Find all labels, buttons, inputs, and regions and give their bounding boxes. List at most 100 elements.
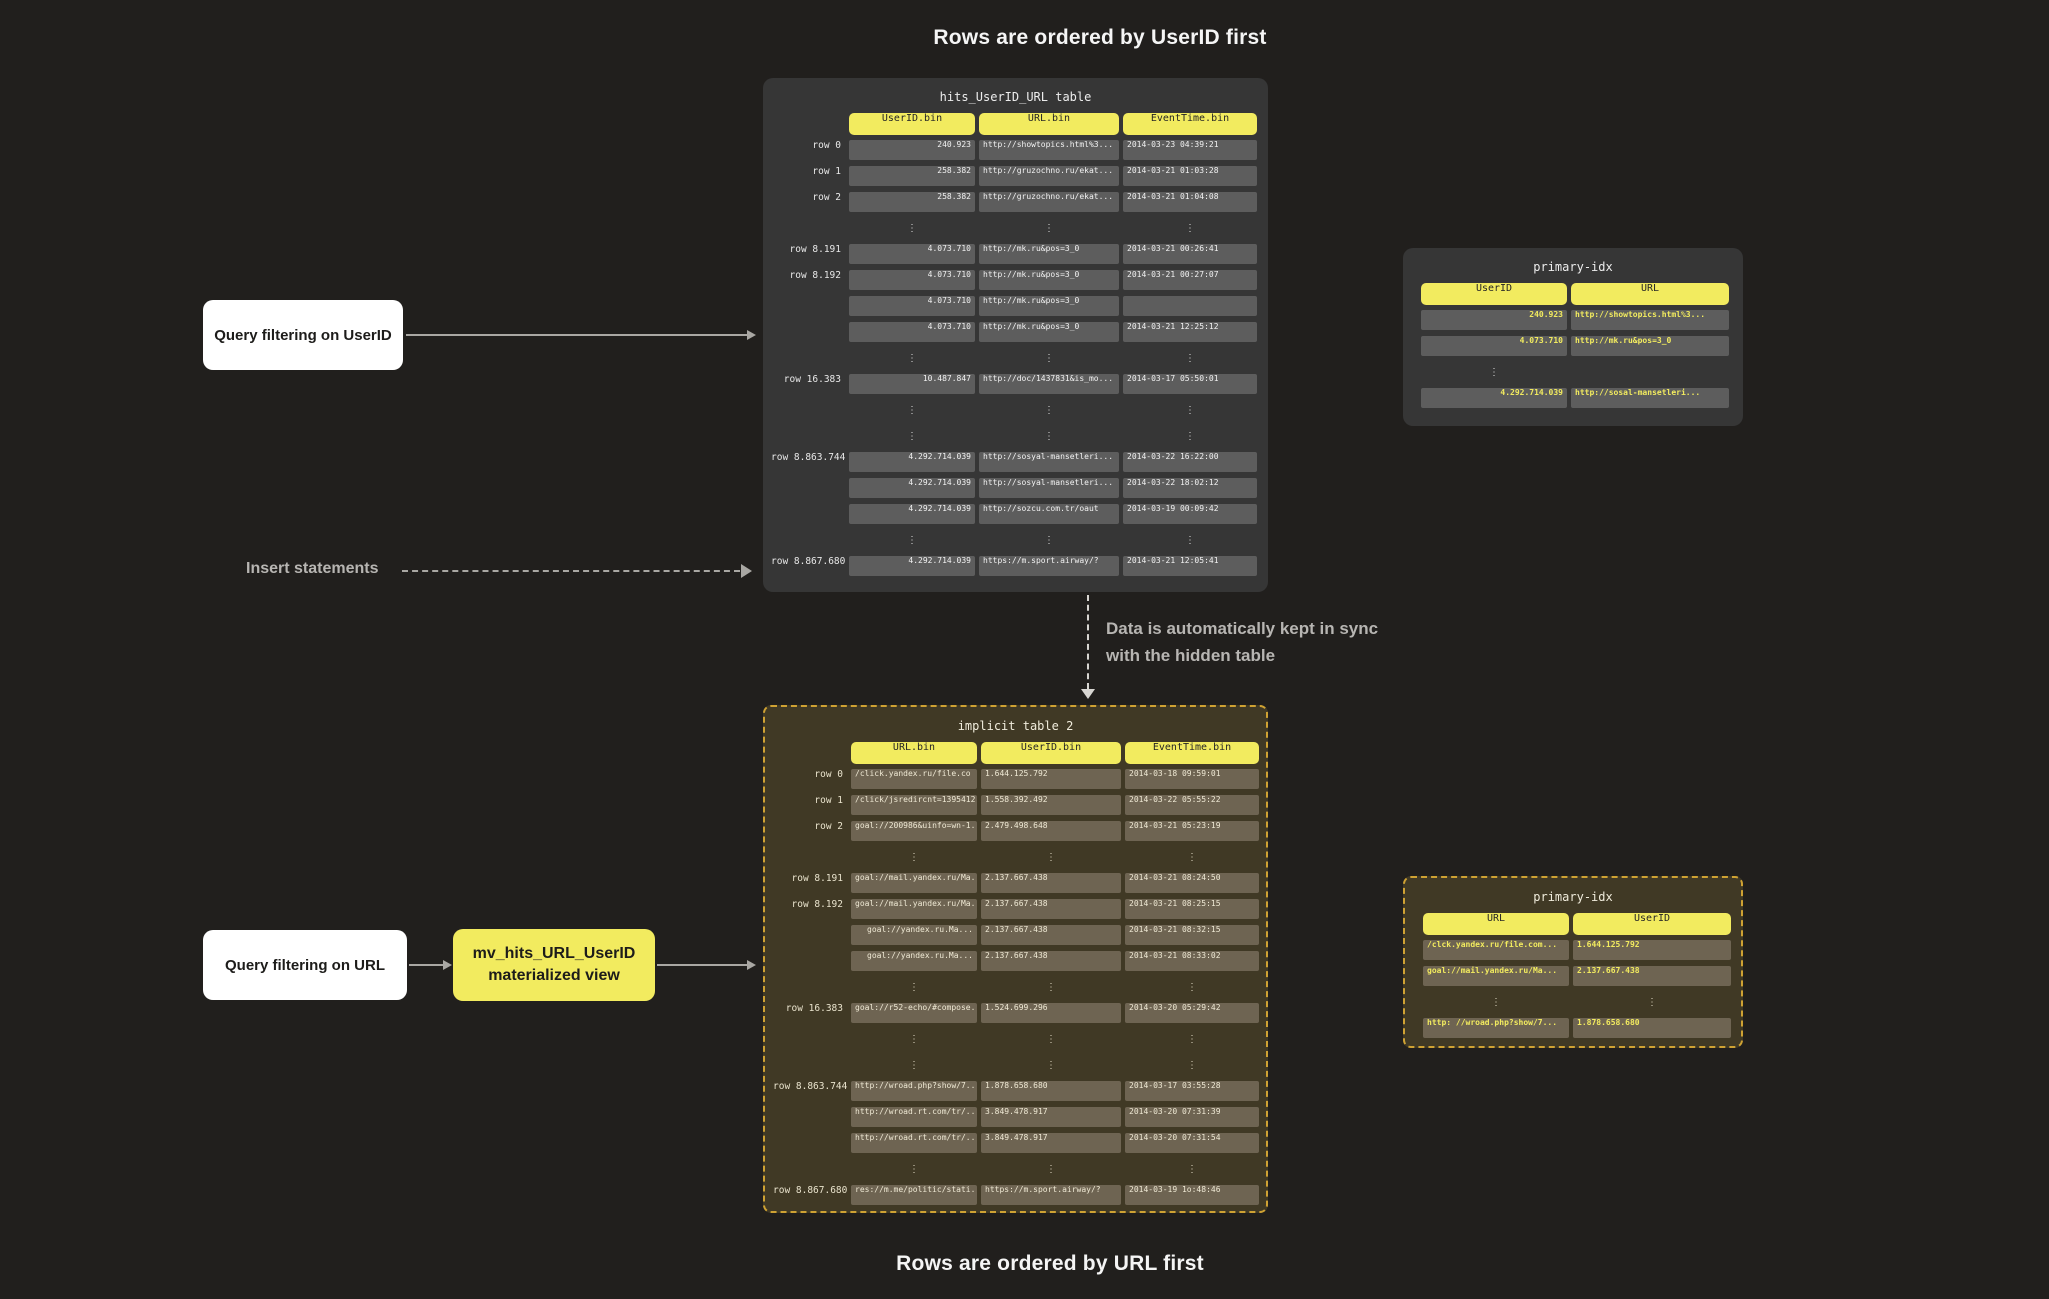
table-cell: /click/jsredircnt=1395412... bbox=[851, 795, 977, 815]
ellipsis-marker: ⋮ bbox=[1185, 222, 1195, 234]
row-label bbox=[773, 925, 847, 945]
arrowhead-down-icon bbox=[1081, 689, 1095, 699]
row-label: row 16.383 bbox=[785, 1003, 843, 1014]
ellipsis-marker: ⋮ bbox=[1044, 534, 1054, 546]
table-cell: 2014-03-21 00:27:07 bbox=[1123, 270, 1257, 290]
query-filtering-userid-box: Query filtering on UserID bbox=[203, 300, 403, 370]
ellipsis-marker: ⋮ bbox=[909, 1033, 919, 1045]
table-title: hits_UserID_URL table bbox=[939, 90, 1092, 104]
row-label: row 16.383 bbox=[783, 374, 841, 385]
ellipsis-marker: ⋮ bbox=[1046, 981, 1056, 993]
table-cell: 2014-03-20 05:29:42 bbox=[1125, 1003, 1259, 1023]
table-cell: goal://mail.yandex.ru/Ma... bbox=[1423, 966, 1569, 986]
table-cell: http://gruzochno.ru/ekat... bbox=[979, 166, 1119, 186]
table-cell: 4.073.710 bbox=[849, 296, 975, 316]
ellipsis-marker: ⋮ bbox=[909, 1163, 919, 1175]
query-filtering-url-box: Query filtering on URL bbox=[203, 930, 407, 1000]
insert-statements-label: Insert statements bbox=[246, 560, 379, 577]
insert-arrow-line bbox=[402, 570, 740, 572]
table-cell: 240.923 bbox=[849, 140, 975, 160]
table-cell: /clck.yandex.ru/file.com... bbox=[1423, 940, 1569, 960]
table-cell: 2014-03-19 00:09:42 bbox=[1123, 504, 1257, 524]
table-cell: 2014-03-20 07:31:39 bbox=[1125, 1107, 1259, 1127]
ellipsis-marker: ⋮ bbox=[907, 222, 917, 234]
ellipsis-marker: ⋮ bbox=[1187, 1033, 1197, 1045]
table-cell: http://mk.ru&pos=3_0 bbox=[1571, 336, 1729, 356]
row-label: row 2 bbox=[814, 821, 843, 832]
ellipsis-marker: ⋮ bbox=[1491, 996, 1501, 1008]
table-cell: http://sosyal-mansetleri... bbox=[979, 452, 1119, 472]
table-cell: 2014-03-21 08:25:15 bbox=[1125, 899, 1259, 919]
row-label bbox=[771, 400, 845, 420]
table-cell: 2.137.667.438 bbox=[1573, 966, 1731, 986]
arrowhead-right-icon bbox=[747, 960, 756, 970]
table-cell: 2014-03-21 12:25:12 bbox=[1123, 322, 1257, 342]
row-label: row 8.867.680 bbox=[771, 556, 846, 567]
table-cell: 2.137.667.438 bbox=[981, 873, 1121, 893]
table-cell: 3.849.478.917 bbox=[981, 1133, 1121, 1153]
column-header: UserID bbox=[1421, 283, 1567, 305]
table-cell: http://sozcu.com.tr/oaut bbox=[979, 504, 1119, 524]
table-cell: /click.yandex.ru/file.co ... bbox=[851, 769, 977, 789]
ellipsis-marker: ⋮ bbox=[1185, 534, 1195, 546]
table-cell: 2014-03-17 05:50:01 bbox=[1123, 374, 1257, 394]
ellipsis-marker: ⋮ bbox=[1187, 851, 1197, 863]
ellipsis-marker: ⋮ bbox=[907, 352, 917, 364]
table-cell: 4.292.714.039 bbox=[849, 452, 975, 472]
table-cell: 258.382 bbox=[849, 192, 975, 212]
row-label bbox=[771, 348, 845, 368]
table-cell: http://sosyal-mansetleri... bbox=[979, 478, 1119, 498]
row-label: row 8.192 bbox=[789, 270, 841, 281]
table-cell: 3.849.478.917 bbox=[981, 1107, 1121, 1127]
table-cell bbox=[1123, 296, 1257, 316]
row-label bbox=[771, 218, 845, 238]
table-cell: 2014-03-21 01:03:28 bbox=[1123, 166, 1257, 186]
table-cell: http://showtopics.html%3... bbox=[1571, 310, 1729, 330]
table-cell: 2014-03-21 05:23:19 bbox=[1125, 821, 1259, 841]
row-label bbox=[773, 1133, 847, 1153]
row-label bbox=[773, 1107, 847, 1127]
table-cell: http://sosal-mansetleri... bbox=[1571, 388, 1729, 408]
table-cell: 4.073.710 bbox=[1421, 336, 1567, 356]
row-label bbox=[771, 530, 845, 550]
table-cell: 1.524.699.296 bbox=[981, 1003, 1121, 1023]
ellipsis-marker: ⋮ bbox=[1046, 1033, 1056, 1045]
row-label bbox=[771, 322, 845, 342]
arrowhead-right-icon bbox=[747, 330, 756, 340]
row-label: row 1 bbox=[812, 166, 841, 177]
row-label: row 8.867.680 bbox=[773, 1185, 848, 1196]
arrowhead-right-icon bbox=[741, 564, 752, 578]
materialized-view-name: mv_hits_URL_UserID bbox=[472, 945, 636, 962]
table-cell: http://mk.ru&pos=3_0 bbox=[979, 296, 1119, 316]
table-cell: 2014-03-22 18:02:12 bbox=[1123, 478, 1257, 498]
table-cell: 4.292.714.039 bbox=[849, 478, 975, 498]
table-cell: http://wroad.rt.com/tr/... bbox=[851, 1107, 977, 1127]
row-label bbox=[771, 296, 845, 316]
ellipsis-marker: ⋮ bbox=[907, 430, 917, 442]
arrowhead-right-icon bbox=[443, 960, 452, 970]
row-label: row 0 bbox=[812, 140, 841, 151]
ellipsis-marker: ⋮ bbox=[909, 851, 919, 863]
row-label bbox=[773, 977, 847, 997]
table-title: primary-idx bbox=[1533, 260, 1613, 274]
top-title: Rows are ordered by UserID first bbox=[933, 26, 1267, 49]
table-cell: 2014-03-21 00:26:41 bbox=[1123, 244, 1257, 264]
table-cell: http: //wroad.php?show/7... bbox=[1423, 1018, 1569, 1038]
table-cell: 240.923 bbox=[1421, 310, 1567, 330]
table-cell: http://mk.ru&pos=3_0 bbox=[979, 244, 1119, 264]
table-cell: res://m.me/politic/stati... bbox=[851, 1185, 977, 1205]
query-filtering-url-label: Query filtering on URL bbox=[224, 956, 385, 974]
table-cell: 2014-03-21 08:24:50 bbox=[1125, 873, 1259, 893]
table-cell: 2014-03-17 03:55:28 bbox=[1125, 1081, 1259, 1101]
table-cell: 2014-03-22 05:55:22 bbox=[1125, 795, 1259, 815]
ellipsis-marker: ⋮ bbox=[1489, 366, 1499, 378]
column-header: EventTime.bin bbox=[1123, 113, 1257, 135]
table-cell: 10.487.847 bbox=[849, 374, 975, 394]
column-header: URL.bin bbox=[851, 742, 977, 764]
row-label: row 8.191 bbox=[791, 873, 843, 884]
ellipsis-marker: ⋮ bbox=[1185, 352, 1195, 364]
